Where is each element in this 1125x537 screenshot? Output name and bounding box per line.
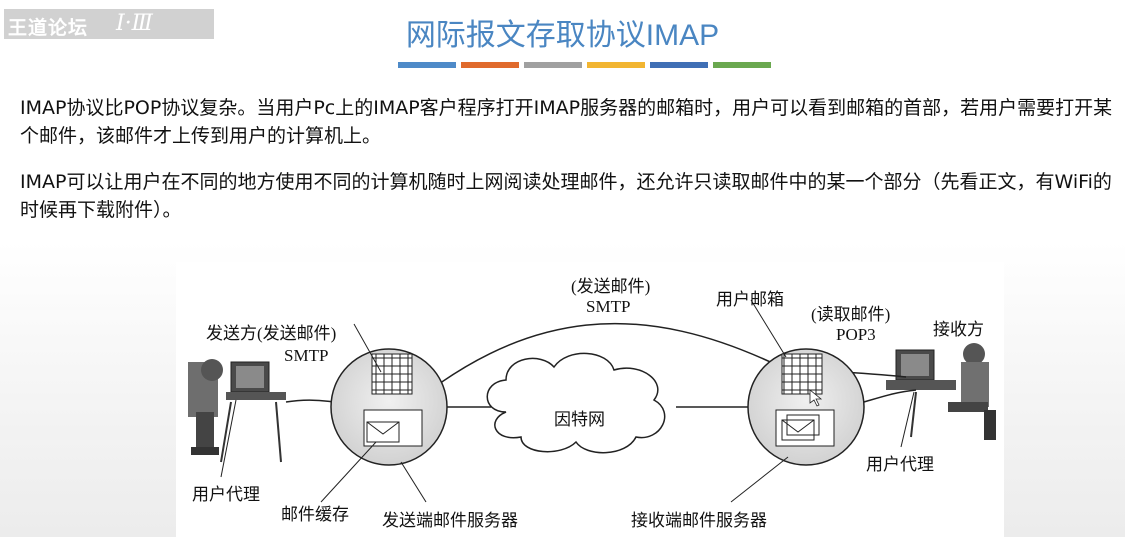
receiver-envelope-icon: [781, 414, 820, 441]
sender-person-icon: [188, 359, 286, 463]
slide-title: 网际报文存取协议IMAP: [405, 19, 720, 52]
user-agent-right-label: 用户代理: [866, 455, 934, 474]
user-mailbox-label: 用户邮箱: [716, 290, 784, 309]
send-mail-label: (发送邮件): [571, 277, 651, 296]
leader-user-agent-right: [900, 391, 915, 448]
leader-receive-server: [730, 456, 789, 503]
paragraph-imap-features: IMAP可以让用户在不同的地方使用不同的计算机随时上网阅读处理邮件，还允许只读取…: [20, 171, 1112, 221]
leader-mail-cache: [320, 441, 377, 503]
internet-label: 因特网: [554, 410, 605, 429]
leader-user-agent-left: [220, 399, 237, 478]
user-mailbox-grid: [781, 353, 823, 395]
sender-envelope-icon: [366, 421, 400, 443]
forum-watermark: 王道论坛 Ⅰ·Ⅲ: [4, 9, 214, 39]
send-server-label: 发送端邮件服务器: [382, 511, 518, 530]
divider-segment: [650, 62, 708, 68]
mail-cache-label: 邮件缓存: [281, 505, 349, 524]
pop3-label: POP3: [836, 325, 876, 344]
email-flow-diagram: 发送方(发送邮件) SMTP (发送邮件) SMTP 用户邮箱 (读取邮件) P…: [176, 262, 1004, 537]
watermark-text: 王道论坛: [8, 17, 89, 39]
divider-segment: [587, 62, 645, 68]
sender-mail-queue-grid: [371, 353, 413, 395]
receiver-person-icon: [886, 343, 996, 440]
receiver-link-line: [863, 389, 917, 403]
watermark-logo: Ⅰ·Ⅲ: [116, 11, 153, 36]
leader-user-mailbox: [750, 299, 787, 358]
divider-segment: [713, 62, 771, 68]
read-mail-label: (读取邮件): [811, 305, 891, 324]
user-agent-left-label: 用户代理: [192, 485, 260, 504]
sender-smtp-label: SMTP: [284, 346, 329, 365]
mouse-cursor-icon: [809, 389, 823, 407]
diagram-canvas: [188, 299, 996, 503]
leader-mailbox-sender: [353, 323, 382, 373]
divider-segment: [524, 62, 582, 68]
smtp-send-arc: [390, 322, 782, 423]
smtp-label: SMTP: [586, 297, 631, 316]
receiver-mail-server: [747, 348, 865, 466]
sender-label: 发送方(发送邮件): [206, 324, 337, 343]
title-divider: [398, 62, 771, 70]
receive-server-label: 接收端邮件服务器: [631, 511, 767, 530]
divider-segment: [398, 62, 456, 68]
divider-segment: [461, 62, 519, 68]
sender-mail-server: [330, 348, 448, 466]
leader-send-server: [400, 461, 427, 503]
receiver-label: 接收方: [933, 320, 984, 339]
paragraph-imap-intro: IMAP协议比POP协议复杂。当用户Pc上的IMAP客户程序打开IMAP服务器的…: [20, 97, 1113, 147]
internet-cloud-icon: [486, 352, 666, 454]
